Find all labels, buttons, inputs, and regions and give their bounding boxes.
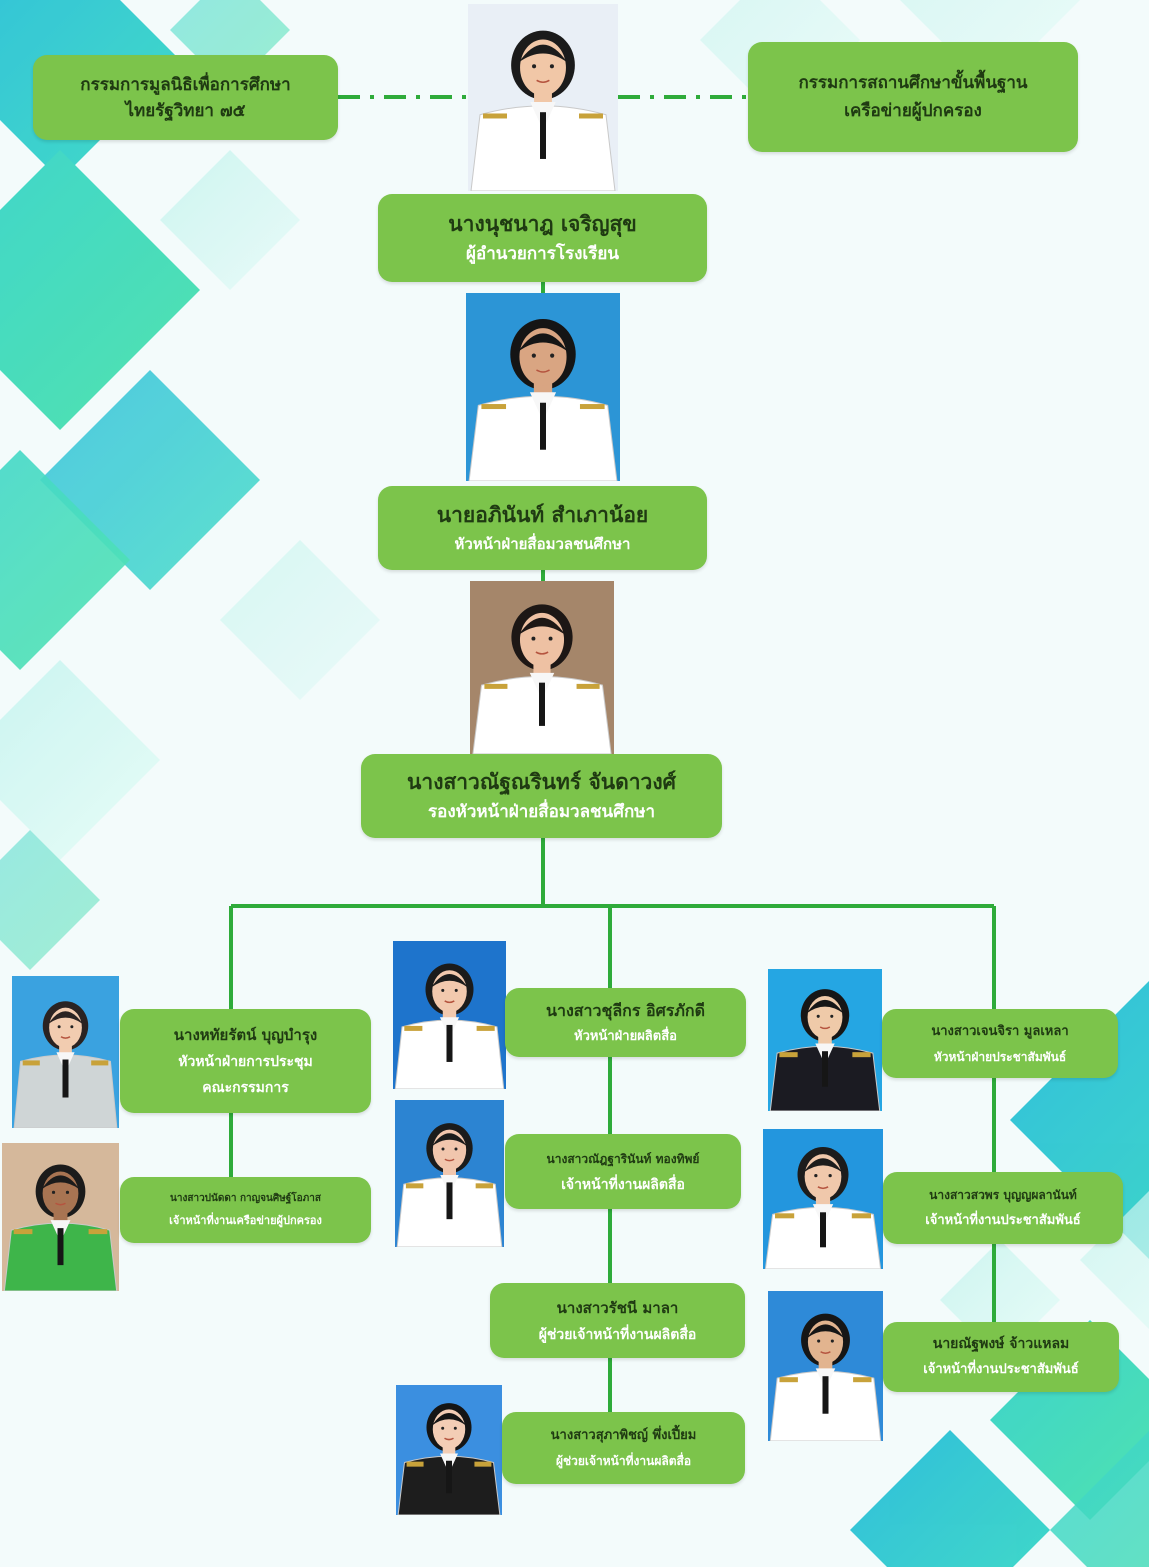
media-assistant-2-role: ผู้ช่วยเจ้าหน้าที่งานผลิตสื่อ — [555, 1454, 692, 1468]
media-officer-role: เจ้าหน้าที่งานผลิตสื่อ — [561, 1176, 685, 1193]
meeting-head-name: นางหทัยรัตน์ บุญบำรุง — [173, 1026, 318, 1044]
portrait-media-officer — [395, 1100, 504, 1247]
portrait-network-officer — [2, 1143, 119, 1291]
pr-officer-1-role: เจ้าหน้าที่งานประชาสัมพันธ์ — [925, 1213, 1081, 1228]
pr-officer-2-box: นายณัฐพงษ์ จ้าวแหลม เจ้าหน้าที่งานประชาส… — [883, 1322, 1119, 1392]
deputy-name: นางสาวณัฐณรินทร์ จันดาวงศ์ — [407, 770, 676, 794]
portrait-media-head — [393, 941, 506, 1089]
board-box-right: กรรมการสถานศึกษาขั้นพื้นฐาน เครือข่ายผู้… — [748, 42, 1078, 152]
pr-officer-1-name: นางสาวสวพร บุญญผลานันท์ — [929, 1188, 1077, 1202]
portrait-head — [466, 293, 620, 481]
board-left-line2: ไทยรัฐวิทยา ๗๕ — [125, 100, 246, 121]
media-assistant-1-box: นางสาวรัชนี มาลา ผู้ช่วยเจ้าหน้าที่งานผล… — [490, 1283, 745, 1358]
director-box: นางนุชนาฎ เจริญสุข ผู้อำนวยการโรงเรียน — [378, 194, 707, 282]
media-head-box: นางสาวชุลีกร อิศรภักดี หัวหน้าฝ่ายผลิตสื… — [505, 988, 746, 1057]
media-assistant-2-name: นางสาวสุภาพิชญ์ พึ่งเปี้ยม — [550, 1428, 697, 1443]
head-role: หัวหน้าฝ่ายสื่อมวลชนศึกษา — [454, 535, 631, 553]
board-left-line1: กรรมการมูลนิธิเพื่อการศึกษา — [80, 74, 291, 95]
pr-head-role: หัวหน้าฝ่ายประชาสัมพันธ์ — [933, 1049, 1067, 1064]
portrait-director — [468, 4, 618, 191]
media-officer-name: นางสาวณัฎฐารินันท์ ทองทิพย์ — [546, 1151, 700, 1166]
media-head-role: หัวหน้าฝ่ายผลิตสื่อ — [574, 1028, 677, 1044]
network-officer-name: นางสาวปนัดดา กาญจนศิษฐ์โอภาส — [170, 1193, 321, 1204]
pr-head-box: นางสาวเจนจิรา มูลเหลา หัวหน้าฝ่ายประชาสั… — [882, 1009, 1118, 1078]
meeting-head-role: หัวหน้าฝ่ายการประชุม — [178, 1054, 313, 1070]
portrait-pr-head — [768, 969, 882, 1111]
meeting-head-role-line2: คณะกรรมการ — [202, 1080, 289, 1096]
portrait-media-assistant — [396, 1385, 502, 1515]
pr-head-name: นางสาวเจนจิรา มูลเหลา — [931, 1023, 1069, 1039]
portrait-pr-officer-1 — [763, 1129, 883, 1269]
pr-officer-1-box: นางสาวสวพร บุญญผลานันท์ เจ้าหน้าที่งานปร… — [883, 1172, 1123, 1244]
director-role: ผู้อำนวยการโรงเรียน — [466, 244, 619, 264]
media-assistant-1-role: ผู้ช่วยเจ้าหน้าที่งานผลิตสื่อ — [538, 1326, 697, 1343]
media-officer-box: นางสาวณัฎฐารินันท์ ทองทิพย์ เจ้าหน้าที่ง… — [505, 1134, 741, 1209]
board-right-line2: เครือข่ายผู้ปกครอง — [844, 101, 982, 121]
meeting-head-box: นางหทัยรัตน์ บุญบำรุง หัวหน้าฝ่ายการประช… — [120, 1009, 371, 1113]
head-name: นายอภินันท์ สำเภาน้อย — [436, 503, 649, 527]
media-assistant-2-box: นางสาวสุภาพิชญ์ พึ่งเปี้ยม ผู้ช่วยเจ้าหน… — [502, 1412, 745, 1484]
network-officer-box: นางสาวปนัดดา กาญจนศิษฐ์โอภาส เจ้าหน้าที่… — [120, 1177, 371, 1243]
portrait-deputy — [470, 581, 614, 754]
head-box: นายอภินันท์ สำเภาน้อย หัวหน้าฝ่ายสื่อมวล… — [378, 486, 707, 570]
deputy-box: นางสาวณัฐณรินทร์ จันดาวงศ์ รองหัวหน้าฝ่า… — [361, 754, 722, 838]
pr-officer-2-role: เจ้าหน้าที่งานประชาสัมพันธ์ — [923, 1362, 1079, 1377]
pr-officer-2-name: นายณัฐพงษ์ จ้าวแหลม — [932, 1336, 1070, 1352]
media-assistant-1-name: นางสาวรัชนี มาลา — [556, 1298, 679, 1317]
deputy-role: รองหัวหน้าฝ่ายสื่อมวลชนศึกษา — [428, 802, 655, 822]
portrait-pr-officer-2 — [768, 1291, 883, 1441]
director-name: นางนุชนาฎ เจริญสุข — [448, 212, 637, 236]
board-right-line1: กรรมการสถานศึกษาขั้นพื้นฐาน — [798, 73, 1028, 93]
network-officer-role: เจ้าหน้าที่งานเครือข่ายผู้ปกครอง — [169, 1214, 322, 1227]
media-head-name: นางสาวชุลีกร อิศรภักดี — [546, 1000, 705, 1020]
portrait-meeting-head — [12, 976, 119, 1128]
board-box-left: กรรมการมูลนิธิเพื่อการศึกษา ไทยรัฐวิทยา … — [33, 55, 338, 140]
